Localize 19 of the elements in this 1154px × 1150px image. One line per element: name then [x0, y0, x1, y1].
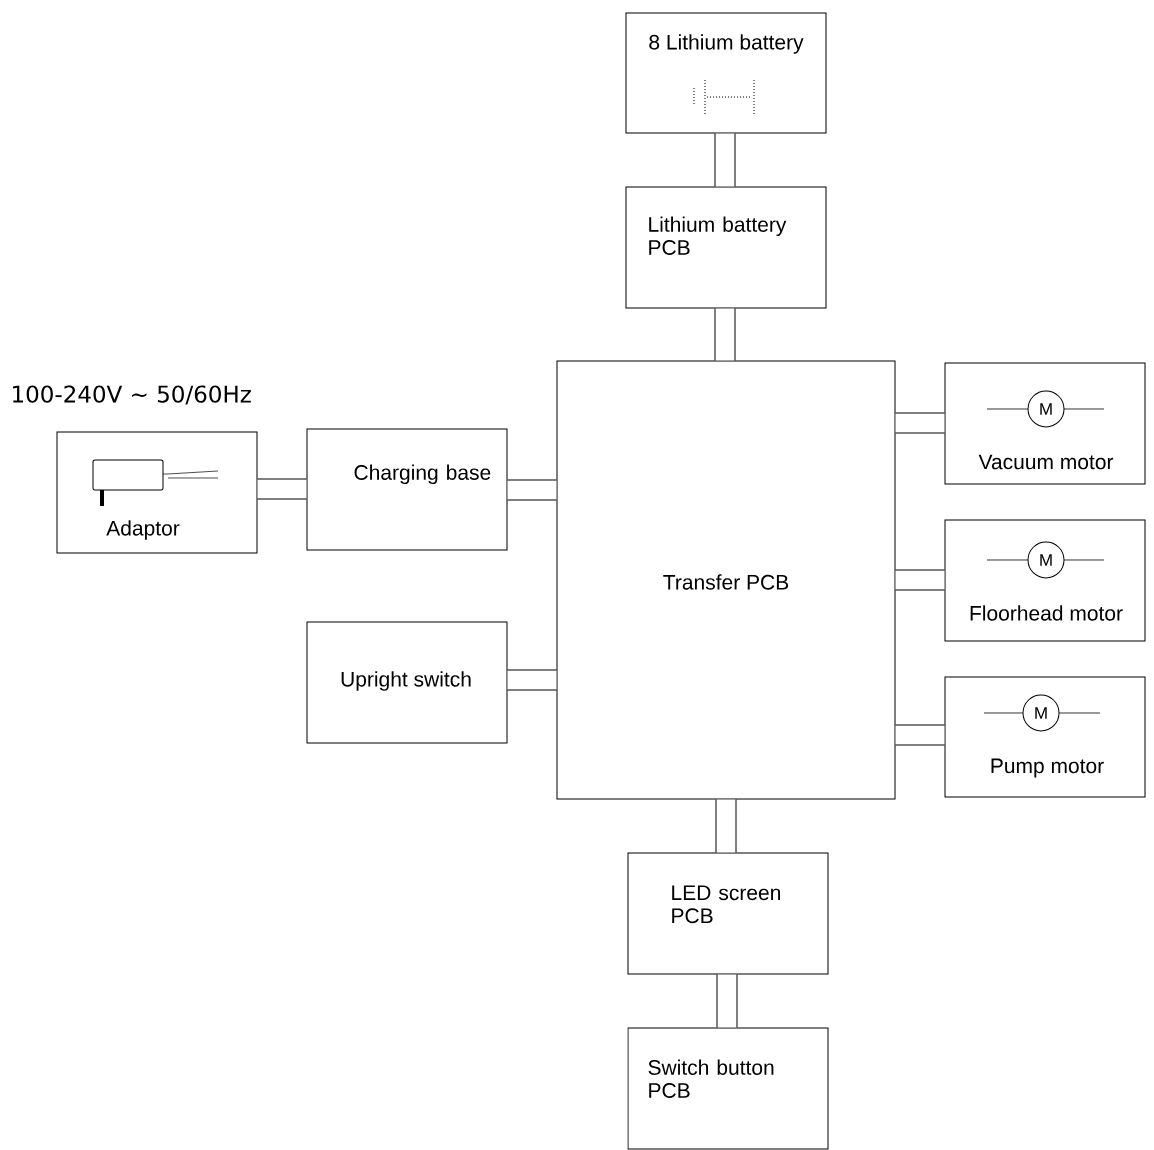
connector	[895, 724, 945, 746]
connector	[895, 412, 945, 434]
block: 8 Lithium battery	[625, 12, 827, 134]
connector	[714, 308, 736, 361]
connector	[507, 479, 557, 501]
block: Lithium battery PCB	[625, 186, 827, 309]
connector	[507, 669, 557, 691]
block: Transfer PCB	[556, 360, 896, 800]
connector	[895, 569, 945, 591]
block: Switch button PCB	[627, 1027, 829, 1150]
block: Adaptor	[56, 431, 258, 554]
connector	[715, 799, 737, 853]
connector	[716, 974, 738, 1028]
block: Charging base	[306, 428, 508, 551]
block: Upright switch	[306, 621, 508, 744]
connector	[257, 478, 307, 500]
block: LED screen PCB	[627, 852, 829, 975]
connector	[714, 133, 736, 187]
supply-label: 100-240V ∼ 50/60Hz	[13, 385, 251, 405]
